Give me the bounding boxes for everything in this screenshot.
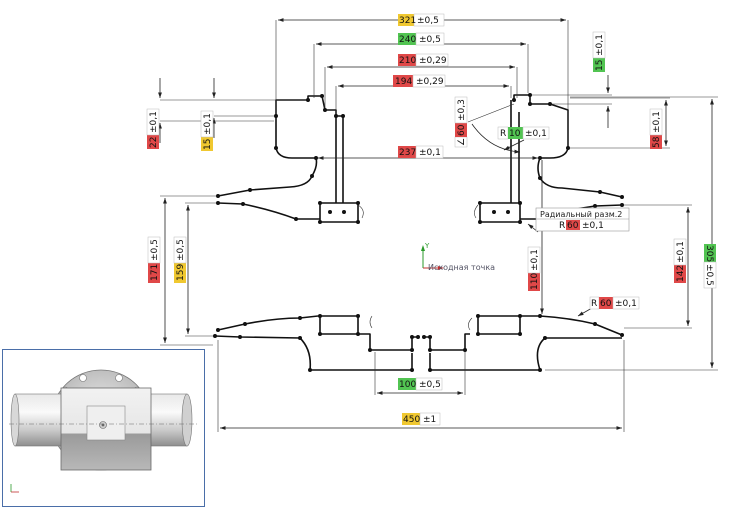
dim-305-value: 305	[704, 245, 714, 262]
dim-22-value: 22	[149, 137, 159, 148]
dim-100-tol: ±0,5	[419, 380, 441, 390]
dim-110[interactable]: 110 ±0,1	[527, 246, 541, 291]
dim-321-tol: ±0,5	[417, 16, 439, 26]
dim-159-tol: ±0,5	[176, 239, 186, 261]
dim-237-value: 237	[399, 148, 416, 158]
sketch-profile[interactable]	[213, 93, 624, 372]
origin-axes: Y Исходная точка	[421, 242, 495, 272]
dim-110-tol: ±0,1	[530, 249, 540, 271]
dim-305-tol: ±0,5	[704, 264, 714, 286]
sketch-points	[213, 93, 624, 372]
dim-237[interactable]: 237 ±0,1	[398, 145, 444, 159]
dim-angle-60[interactable]: ∠ 60 ±0,3	[454, 96, 468, 148]
radial-dim-callout[interactable]: Радиальный разм.2 R 60 ±0,1	[535, 207, 630, 232]
dim-240-value: 240	[399, 35, 416, 45]
origin-label: Исходная точка	[428, 263, 495, 272]
dim-58[interactable]: 58 ±0,1	[649, 108, 663, 149]
dim-r60-lower-prefix: R	[591, 299, 597, 309]
dim-194-tol: ±0,29	[416, 77, 444, 87]
dim-194-value: 194	[395, 77, 412, 87]
dim-r10[interactable]: R 10 ±0,1	[497, 126, 550, 140]
dim-142-tol: ±0,1	[676, 241, 686, 263]
dim-angle-60-prefix: ∠	[457, 138, 467, 146]
dim-321-value: 321	[399, 16, 416, 26]
dim-r10-tol: ±0,1	[525, 129, 547, 139]
dim-450-tol: ±1	[423, 415, 436, 425]
dim-58-tol: ±0,1	[652, 111, 662, 133]
dim-100-value: 100	[399, 380, 416, 390]
dim-angle-60-tol: ±0,3	[457, 99, 467, 121]
dim-15-right-value: 15	[595, 60, 605, 71]
dim-15-right-tol: ±0,1	[595, 34, 605, 56]
dim-r10-value: 10	[509, 129, 521, 139]
dim-450[interactable]: 450 ±1	[402, 412, 441, 426]
dim-142-value: 142	[676, 265, 686, 282]
dim-171-tol: ±0,5	[150, 239, 160, 261]
dim-15-right[interactable]: 15 ±0,1	[592, 31, 606, 72]
dim-r10-prefix: R	[500, 129, 506, 139]
dim-22[interactable]: 22 ±0,1	[146, 108, 160, 149]
model-preview-panel[interactable]	[2, 349, 205, 507]
dim-15-left[interactable]: 15 ±0,1	[200, 110, 214, 151]
dim-r60-lower-value: 60	[600, 299, 612, 309]
dim-22-tol: ±0,1	[149, 111, 159, 133]
dim-240[interactable]: 240 ±0,5	[398, 32, 445, 46]
dim-237-tol: ±0,1	[419, 148, 441, 158]
dim-210-value: 210	[399, 56, 416, 66]
dim-240-tol: ±0,5	[419, 35, 441, 45]
dim-210-tol: ±0,29	[419, 56, 447, 66]
dim-305[interactable]: 305 ±0,5	[703, 244, 717, 289]
dim-142[interactable]: 142 ±0,1	[673, 238, 687, 283]
dim-321[interactable]: 321 ±0,5	[398, 13, 445, 27]
dim-15-left-tol: ±0,1	[203, 113, 213, 135]
dim-angle-60-value: 60	[457, 124, 467, 136]
dim-r60-upper-value: 60	[567, 221, 579, 231]
dim-450-value: 450	[403, 415, 420, 425]
model-preview-render	[9, 369, 197, 493]
dim-159[interactable]: 159 ±0,5	[173, 236, 187, 283]
dim-194[interactable]: 194 ±0,29	[393, 74, 446, 88]
axis-y-label: Y	[424, 242, 430, 250]
dim-15-left-value: 15	[203, 139, 213, 150]
radial-dim-title: Радиальный разм.2	[540, 210, 622, 219]
dim-159-value: 159	[176, 264, 186, 281]
dim-110-value: 110	[530, 273, 540, 290]
dim-r60-lower[interactable]: R 60 ±0,1	[589, 296, 640, 310]
dim-58-value: 58	[652, 136, 662, 148]
dim-r60-upper-tol: ±0,1	[582, 221, 604, 231]
dim-r60-upper-prefix: R	[559, 221, 565, 231]
dim-171-value: 171	[150, 264, 160, 281]
dim-171[interactable]: 171 ±0,5	[147, 236, 161, 283]
dim-100[interactable]: 100 ±0,5	[398, 377, 443, 391]
dim-r60-lower-tol: ±0,1	[615, 299, 637, 309]
dim-210[interactable]: 210 ±0,29	[398, 53, 449, 67]
